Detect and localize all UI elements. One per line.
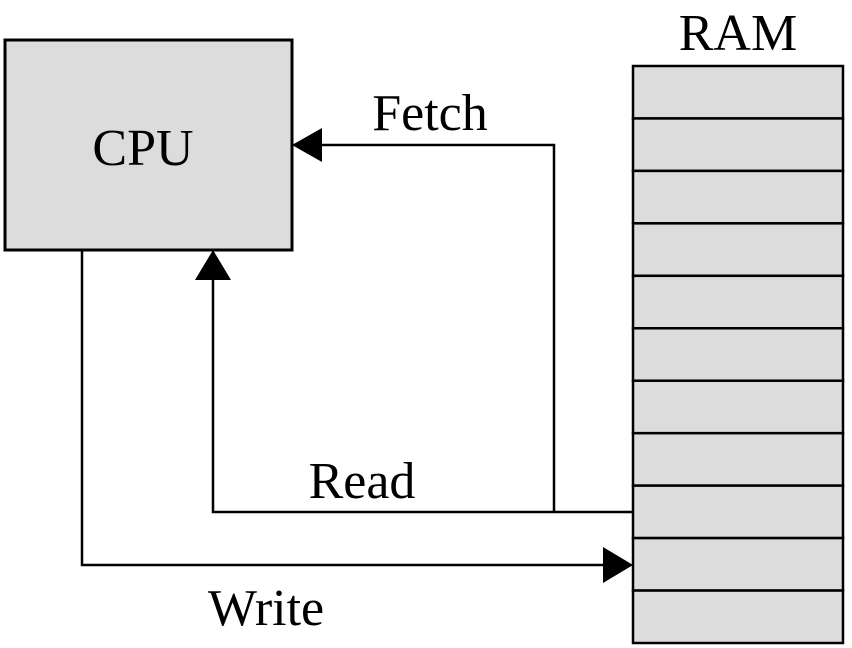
ram-cell bbox=[631, 327, 845, 382]
ram-stack bbox=[631, 64, 845, 645]
cpu-label: CPU bbox=[92, 120, 193, 177]
read-label: Read bbox=[309, 453, 416, 510]
fetch-label: Fetch bbox=[372, 85, 488, 142]
ram-cell bbox=[631, 169, 845, 225]
ram-cell bbox=[631, 274, 845, 330]
cpu-box bbox=[3, 38, 294, 252]
ram-cell bbox=[631, 536, 845, 592]
fetch-line bbox=[322, 143, 556, 512]
ram-cell bbox=[631, 64, 845, 120]
ram-cell bbox=[631, 484, 845, 540]
write-arrowhead bbox=[603, 547, 633, 583]
read-line bbox=[211, 280, 633, 514]
ram-cell bbox=[631, 117, 845, 173]
ram-cell bbox=[631, 222, 845, 278]
ram-cell bbox=[631, 589, 845, 645]
read-arrowhead bbox=[195, 250, 231, 280]
write-label: Write bbox=[208, 580, 324, 637]
ram-cell bbox=[631, 379, 845, 435]
ram-cell bbox=[631, 431, 845, 487]
write-line bbox=[80, 250, 603, 567]
fetch-arrowhead bbox=[292, 128, 322, 162]
ram-label: RAM bbox=[679, 5, 797, 62]
